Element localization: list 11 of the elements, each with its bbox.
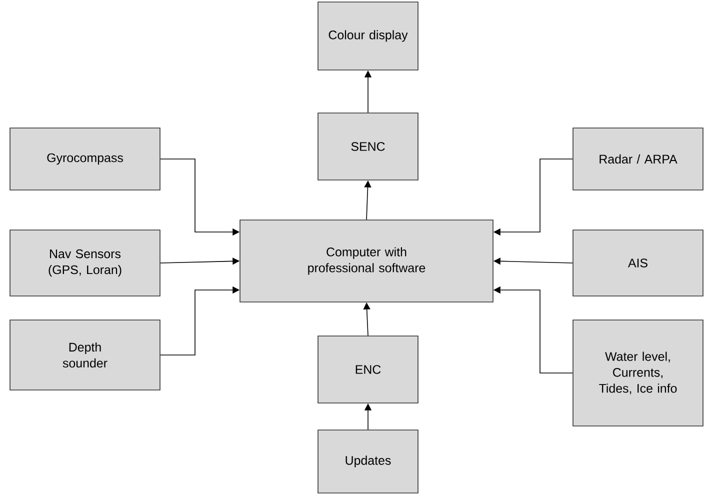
process-box: SENC — [318, 112, 418, 180]
process-box: Updates — [318, 430, 418, 494]
process-box: Water level, Currents, Tides, Ice info — [572, 320, 704, 426]
process-box: Gyrocompass — [10, 128, 160, 190]
process-box: Radar / ARPA — [572, 128, 704, 190]
process-box: Colour display — [318, 2, 418, 70]
process-box: Depth sounder — [10, 320, 160, 390]
process-box: AIS — [572, 230, 704, 296]
process-box: Nav Sensors (GPS, Loran) — [10, 230, 160, 296]
process-box: ENC — [318, 336, 418, 404]
process-box: Computer with professional software — [240, 220, 494, 302]
